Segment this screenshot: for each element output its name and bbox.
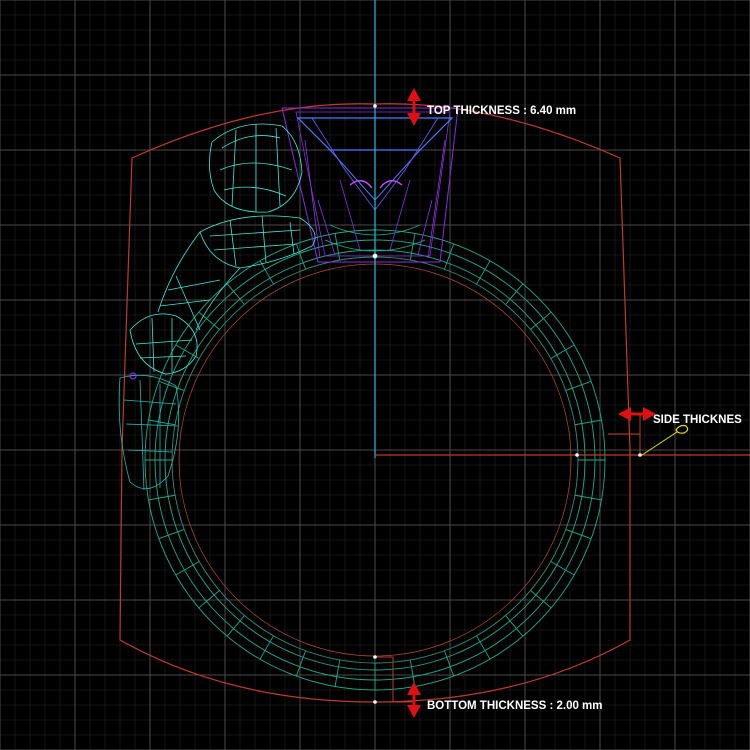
top-inner-point: [372, 253, 378, 259]
shank-spoke: [476, 635, 491, 660]
shank-spoke: [148, 494, 176, 501]
shank-spoke: [505, 615, 524, 637]
shank-spoke: [158, 529, 185, 540]
side-gem-icon: [129, 372, 137, 380]
callout-loop-icon: [641, 424, 689, 456]
side-ornament-wireframe: [118, 123, 316, 491]
side-thickness-label: SIDE THICKNES: [653, 414, 742, 426]
horizontal-double-arrow-icon[interactable]: [618, 407, 656, 421]
shank-spoke: [226, 615, 245, 637]
side-thickness-guides: [608, 414, 641, 455]
shank-spoke: [158, 380, 185, 391]
shank-spoke: [565, 380, 592, 391]
shank-spoke: [295, 243, 306, 270]
shank-spoke: [444, 650, 455, 677]
vertical-double-arrow-icon[interactable]: [407, 88, 421, 126]
side-outer-point: [638, 453, 642, 457]
shank-spoke: [530, 590, 552, 609]
shank-spoke: [175, 561, 200, 576]
shank-spoke: [550, 344, 575, 359]
shank-wireframe: [144, 229, 606, 691]
shank-spoke: [334, 659, 341, 687]
top-outer-point: [373, 104, 377, 108]
top-thickness-label: TOP THICKNESS : 6.40 mm: [427, 105, 576, 117]
shank-spoke: [198, 311, 220, 330]
outer-profile-outline: [119, 103, 631, 703]
bottom-outer-point: [373, 700, 377, 704]
shank-spoke: [259, 635, 274, 660]
bottom-inner-point: [373, 655, 377, 659]
vertical-double-arrow-icon[interactable]: [407, 682, 421, 718]
shank-spoke: [148, 419, 176, 426]
shank-spoke: [550, 561, 575, 576]
shank-spoke: [530, 311, 552, 330]
shank-spoke: [226, 283, 245, 305]
shank-spoke: [409, 659, 416, 687]
shank-spoke: [574, 494, 602, 501]
shank-spoke: [444, 243, 455, 270]
shank-spoke: [175, 344, 200, 359]
shank-spoke: [198, 590, 220, 609]
shank-spoke: [574, 419, 602, 426]
shank-spoke: [476, 260, 491, 285]
bottom-thickness-guides: [375, 656, 412, 703]
shank-spoke: [295, 650, 306, 677]
head-setting-wireframe: [281, 107, 459, 263]
side-inner-point: [575, 453, 579, 457]
shank-spoke: [505, 283, 524, 305]
bottom-thickness-label: BOTTOM THICKNESS : 2.00 mm: [427, 700, 603, 712]
shank-spoke: [565, 529, 592, 540]
shank-spoke: [259, 260, 274, 285]
